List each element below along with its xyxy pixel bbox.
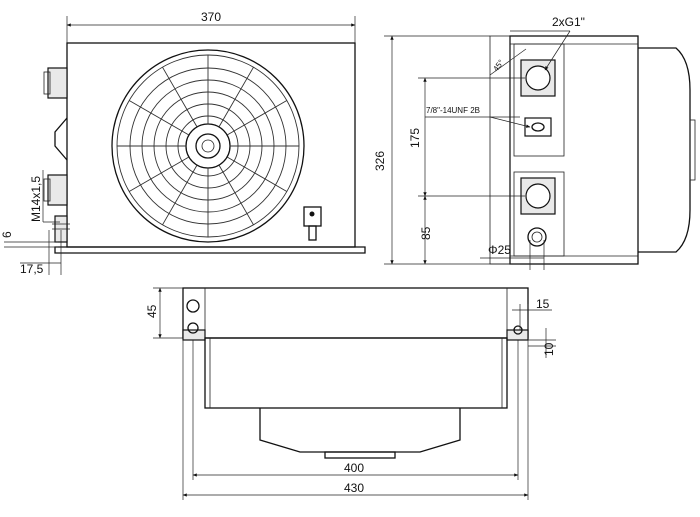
dim-slot-15: 15 <box>536 297 550 311</box>
top-core <box>204 337 508 409</box>
fan-spoke <box>128 100 190 136</box>
dim-offset-17-5: 17,5 <box>20 262 44 276</box>
side-drain-nut <box>524 117 552 137</box>
dim-height-326: 326 <box>373 151 387 171</box>
fan-spoke <box>226 156 288 192</box>
dim-thread-m14: M14x1,5 <box>29 176 43 222</box>
front-port-upper <box>47 67 68 99</box>
mount-hole-right <box>513 325 523 335</box>
label-angle-45: 45° <box>491 58 505 73</box>
side-port-upper <box>520 59 556 97</box>
side-port-lower <box>520 177 556 215</box>
top-view: 45 15 10 400 430 <box>145 287 556 500</box>
dim-inner-width-400: 400 <box>344 461 364 475</box>
front-junction-box <box>303 206 322 227</box>
fan-spoke <box>128 156 190 192</box>
fan-spoke <box>218 164 254 226</box>
mount-hole-left <box>186 299 200 313</box>
dim-outer-width-430: 430 <box>344 481 364 495</box>
label-ports-g1: 2xG1" <box>552 15 585 29</box>
fan-spoke <box>162 66 198 128</box>
dim-slot-height-10: 10 <box>542 342 556 356</box>
dim-height-85: 85 <box>419 226 433 240</box>
front-port-lower <box>47 174 68 206</box>
fan-spoke <box>162 164 198 226</box>
dim-height-175: 175 <box>408 128 422 148</box>
top-fan-shroud <box>259 408 461 453</box>
top-base-plate <box>182 287 529 339</box>
front-view: 370 M14x1,5 6 17,5 <box>0 10 366 276</box>
fan-spoke <box>226 100 288 136</box>
label-drain-thread: 7/8"-14UNF 2B <box>426 106 480 115</box>
fan-spoke <box>218 66 254 128</box>
fan-guard <box>111 49 305 243</box>
side-view: 2xG1" 45° 7/8"-14UNF 2B 326 175 85 Φ25 <box>373 15 696 270</box>
dim-diameter-25: Φ25 <box>488 243 511 257</box>
side-fitting <box>527 227 547 247</box>
dim-width-370: 370 <box>201 10 221 24</box>
side-fan-bulge <box>638 47 691 253</box>
dim-height-6: 6 <box>0 231 14 238</box>
dim-depth-45: 45 <box>145 304 159 318</box>
front-base-plate <box>54 246 366 254</box>
